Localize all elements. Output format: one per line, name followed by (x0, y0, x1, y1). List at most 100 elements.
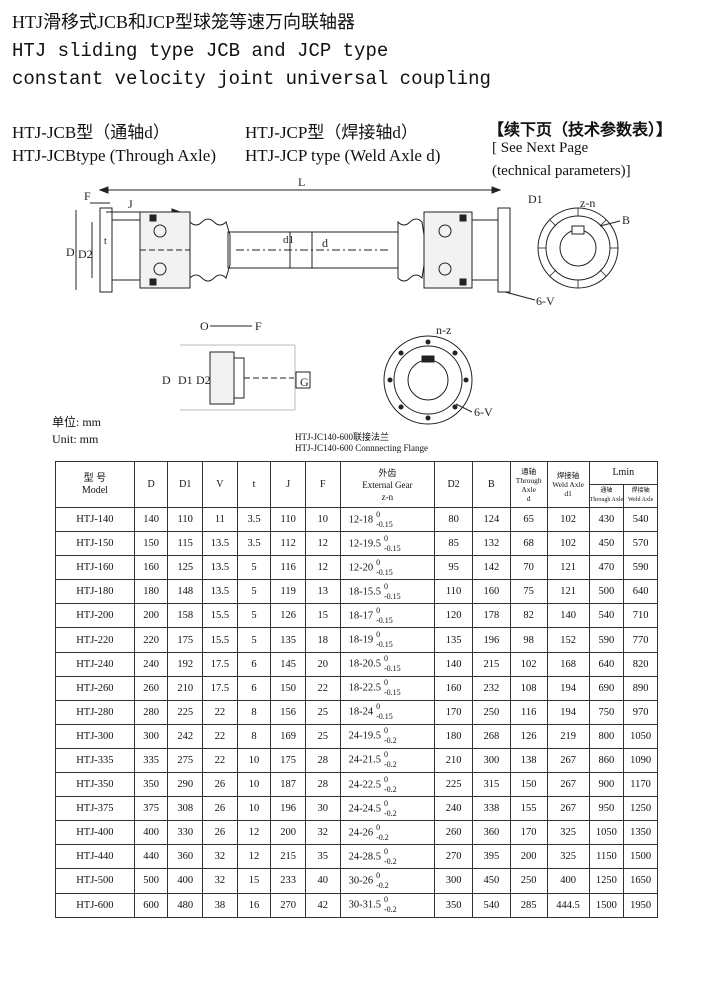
cell-model: HTJ-160 (55, 555, 135, 581)
cell-J: 215 (270, 844, 306, 870)
cell-B: 132 (471, 531, 511, 557)
cell-D1: 115 (167, 531, 204, 557)
cell-model: HTJ-280 (55, 699, 135, 725)
cell-F: 35 (304, 844, 341, 870)
cell-F: 28 (304, 772, 341, 798)
label-d: d (322, 236, 328, 250)
cell-d: 200 (509, 844, 548, 870)
jcp-type-cn: HTJ-JCP型（焊接轴d） (245, 123, 418, 142)
cell-l1: 1050 (588, 820, 625, 846)
cell-J: 145 (270, 651, 306, 677)
col-V: V (202, 461, 238, 508)
cell-V: 13.5 (202, 531, 238, 557)
cell-J: 119 (270, 579, 306, 605)
unit-cn: 单位: mm (52, 415, 102, 429)
cell-l2: 1250 (623, 796, 658, 822)
label-t: t (104, 236, 107, 247)
cell-D: 220 (133, 627, 169, 653)
cell-F: 10 (304, 506, 341, 533)
cell-D2: 170 (434, 699, 473, 725)
cell-D1: 175 (167, 627, 204, 653)
cell-t: 16 (236, 892, 272, 918)
cell-model: HTJ-335 (55, 747, 135, 774)
cell-D2: 180 (434, 723, 473, 749)
cell-d: 75 (509, 579, 548, 605)
cell-F: 25 (304, 699, 341, 725)
cell-V: 11 (202, 506, 238, 533)
cell-l2: 1950 (623, 892, 658, 918)
cell-F: 22 (304, 675, 341, 701)
cell-l2: 820 (623, 651, 658, 677)
cell-model: HTJ-260 (55, 675, 135, 701)
title-en-line2: constant velocity joint universal coupli… (12, 68, 491, 90)
cell-J: 169 (270, 723, 306, 749)
jcp-type-en: HTJ-JCP type (Weld Axle d) (245, 146, 441, 165)
cell-V: 26 (202, 772, 238, 798)
cell-V: 13.5 (202, 579, 238, 605)
cell-d1: 168 (546, 651, 590, 677)
cell-t: 12 (236, 844, 272, 870)
cell-l2: 890 (623, 675, 658, 701)
cell-D2: 260 (434, 820, 473, 846)
cell-t: 5 (236, 555, 272, 581)
label-G: G (300, 375, 309, 389)
cell-V: 15.5 (202, 603, 238, 629)
cell-B: 142 (471, 555, 511, 581)
cell-D: 240 (133, 651, 169, 677)
cell-D: 160 (133, 555, 169, 581)
cell-d1: 325 (546, 844, 590, 870)
flange-caption-cn: HTJ-JC140-600联接法兰 (295, 432, 389, 442)
cell-l2: 970 (623, 699, 658, 725)
cell-model: HTJ-150 (55, 531, 135, 557)
next-page-en-1: [ See Next Page (492, 140, 589, 156)
label-d1: d1 (283, 234, 294, 246)
cell-D2: 350 (434, 892, 473, 918)
label-F: F (84, 189, 91, 203)
cell-d1: 267 (546, 796, 590, 822)
cell-model: HTJ-140 (55, 506, 135, 533)
cell-D1: 330 (167, 820, 204, 846)
cell-d1: 152 (546, 627, 590, 653)
unit-en: Unit: mm (52, 432, 99, 446)
cell-D1: 148 (167, 579, 204, 605)
cell-d1: 194 (546, 699, 590, 725)
cell-l1: 430 (588, 506, 625, 533)
cell-t: 5 (236, 579, 272, 605)
cell-d: 126 (509, 723, 548, 749)
cell-B: 232 (471, 675, 511, 701)
cell-V: 22 (202, 747, 238, 774)
cell-D2: 300 (434, 868, 473, 894)
cell-t: 6 (236, 651, 272, 677)
cell-V: 26 (202, 820, 238, 846)
cell-l2: 1650 (623, 868, 658, 894)
cell-D1: 242 (167, 723, 204, 749)
cell-V: 13.5 (202, 555, 238, 581)
cell-B: 215 (471, 651, 511, 677)
cell-t: 12 (236, 820, 272, 846)
cell-D2: 85 (434, 531, 473, 557)
cell-V: 38 (202, 892, 238, 918)
next-page-en-2: (technical parameters)] (492, 163, 631, 179)
cell-D: 150 (133, 531, 169, 557)
cell-t: 10 (236, 796, 272, 822)
cell-d: 155 (509, 796, 548, 822)
cell-B: 360 (471, 820, 511, 846)
cell-t: 15 (236, 868, 272, 894)
cell-t: 8 (236, 699, 272, 725)
cell-l1: 450 (588, 531, 625, 557)
cell-F: 15 (304, 603, 341, 629)
